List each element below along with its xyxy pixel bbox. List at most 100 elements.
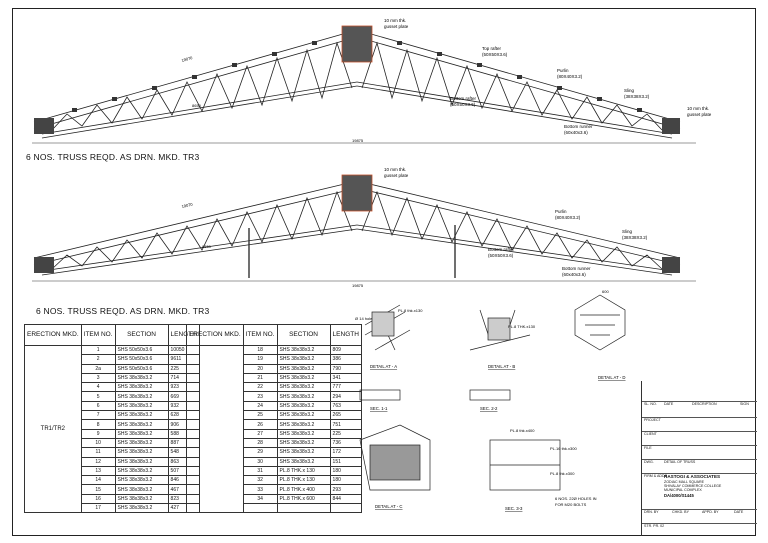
section-cell: SHS 38x38x3.2: [114, 428, 169, 439]
header-length: LENGTH: [329, 324, 362, 346]
item-no-cell: 21: [242, 372, 278, 384]
detail-d-drawing: [574, 294, 626, 351]
sec-1-title: SEC. 1-1: [370, 406, 388, 411]
item-no-cell: 2: [80, 354, 116, 365]
item-no-cell: 33: [242, 484, 278, 495]
dwg-label: DWG.: [644, 460, 654, 464]
truss-members-bottom: [33, 180, 681, 276]
overall-span-bottom: 19875: [352, 283, 364, 288]
dwg-title: DETAIL OF TRUSS: [664, 460, 696, 464]
item-no-cell: 26: [242, 419, 278, 430]
item-no-cell: 30: [242, 456, 278, 467]
item-no-cell: 11: [80, 447, 116, 458]
section-cell: SHS 38x38x3.2: [276, 447, 331, 458]
item-no-cell: 5: [80, 391, 116, 402]
svg-text:Sling: Sling: [624, 88, 635, 93]
section-cell: SHS 38x38x3.2: [114, 447, 169, 458]
item-no-cell: 9: [80, 428, 116, 439]
callout-gusset-ridge: 10 mm thk.: [384, 18, 406, 23]
section-cell: SHS 38x38x3.2: [114, 493, 169, 505]
svg-text:gusset plate: gusset plate: [687, 112, 712, 117]
drawing-sheet: [12, 8, 756, 536]
item-no-cell: 31: [242, 465, 278, 477]
svg-text:(50X50X3.6): (50X50X3.6): [488, 253, 514, 258]
erection-mark: [186, 344, 244, 514]
section-cell: SHS 38x38x3.2: [114, 503, 169, 514]
item-no-cell: 20: [242, 363, 278, 374]
header-erection: ERECTION MKD.: [186, 324, 244, 346]
section-cell: PL.8 THK.x 400: [276, 484, 331, 495]
detail-c-drawing: [359, 424, 431, 491]
left-support-top: [34, 118, 54, 134]
item-no-cell: 28: [242, 437, 278, 449]
svg-text:gusset plate: gusset plate: [384, 24, 409, 29]
section-cell: PL.8 THK.x 130: [276, 465, 331, 477]
item-no-cell: 14: [80, 475, 116, 486]
svg-text:(60x40x3.6): (60x40x3.6): [562, 272, 586, 277]
section-cell: SHS 38x38x3.2: [114, 456, 169, 467]
section-cell: SHS 38x38x3.2: [276, 428, 331, 439]
columns-bottom: [248, 225, 456, 278]
section-cell: SHS 38x38x3.2: [114, 372, 169, 384]
sec-2-title: SEC. 2-2: [480, 406, 498, 411]
item-no-cell: 24: [242, 400, 278, 412]
caption-top: 6 NOS. TRUSS REQD. AS DRN. MKD. TR3: [26, 152, 200, 162]
item-no-cell: 19: [242, 354, 278, 365]
firm-label: FIRM & ADDR.: [644, 474, 669, 478]
detail-a-title: DETAIL AT - A: [370, 364, 397, 369]
section-cell: SHS 38x38x3.2: [276, 354, 331, 365]
dim-d-label: 600: [602, 290, 609, 294]
revision-header: SL. NO. DATE DESCRIPTION SIGN: [642, 401, 757, 406]
bolts-label: 6 NOS. 22Ø HOLES IN: [555, 496, 597, 501]
item-no-cell: [242, 503, 278, 514]
sheet-footer: STR. PR. 02: [644, 524, 665, 528]
section-cell: SHS 38x38x3.2: [276, 363, 331, 374]
truss-elevation-bottom: 19875 19070 8650 10 mm thk. gusset plate…: [32, 167, 696, 288]
section-cell: SHS 38x38x3.2: [276, 400, 331, 412]
left-support-bottom: [34, 257, 54, 273]
plate-a-label: PL.8 thk.x130: [398, 308, 423, 313]
right-support-top: [662, 118, 680, 134]
svg-text:gusset plate: gusset plate: [384, 173, 409, 178]
sec-3-title: SEC. 3-3: [505, 506, 523, 511]
hole-label: Ø 14 hole: [355, 316, 373, 321]
caption-bottom: 6 NOS. TRUSS REQD. AS DRN. MKD. TR3: [36, 306, 210, 316]
svg-text:(60x40x3.6): (60x40x3.6): [564, 130, 588, 135]
item-no-cell: 25: [242, 410, 278, 421]
detail-c-title: DETAIL AT - C: [375, 504, 403, 509]
item-no-cell: 22: [242, 382, 278, 393]
section-cell: SHS 38x38x3.2: [276, 391, 331, 402]
purlins-top: [72, 41, 642, 112]
svg-text:Purlin: Purlin: [557, 68, 569, 73]
item-no-cell: 4: [80, 382, 116, 393]
detail-b-title: DETAIL AT - B: [488, 364, 515, 369]
detail-d-title: DETAIL AT - D: [598, 375, 626, 380]
connection-details: Ø 14 hole PL.8 thk.x130 DETAIL AT - A PL…: [355, 290, 626, 511]
section-cell: SHS 38x38x3.2: [114, 382, 169, 393]
item-no-cell: 23: [242, 391, 278, 402]
ridge-gusset-top: [341, 25, 373, 63]
section-cell: SHS 38x38x3.2: [114, 437, 169, 449]
top-span-dim-b: 19070: [181, 201, 194, 209]
right-support-bottom: [662, 257, 680, 273]
svg-text:10 mm thk.: 10 mm thk.: [687, 106, 709, 111]
item-no-cell: 6: [80, 400, 116, 412]
dwg-number: DA/4000/S1445: [664, 493, 694, 498]
section-cell: SHS 38x38x3.2: [276, 372, 331, 384]
section-cell: SHS 50x50x3.6: [114, 354, 169, 365]
svg-text:(80X40X3.2): (80X40X3.2): [555, 215, 581, 220]
project-label: PROJECT: [644, 418, 661, 422]
overall-span-top: 19875: [352, 138, 364, 143]
svg-text:(50X50X3.6): (50X50X3.6): [482, 52, 508, 57]
item-no-cell: 3: [80, 372, 116, 384]
svg-text:(38X38X3.2): (38X38X3.2): [622, 235, 648, 240]
section-cell: SHS 38x38x3.2: [276, 437, 331, 449]
svg-text:Bottom rafter: Bottom rafter: [450, 96, 477, 101]
svg-text:FOR M20 BOLTS: FOR M20 BOLTS: [555, 502, 587, 507]
header-item: ITEM NO.: [242, 324, 278, 346]
top-span-dim: 19070: [181, 55, 194, 63]
item-no-cell: 29: [242, 447, 278, 458]
detail-b-drawing: [469, 309, 531, 351]
sec-3-drawing: [489, 439, 561, 491]
section-cell: PL.8 THK.x 130: [276, 475, 331, 486]
